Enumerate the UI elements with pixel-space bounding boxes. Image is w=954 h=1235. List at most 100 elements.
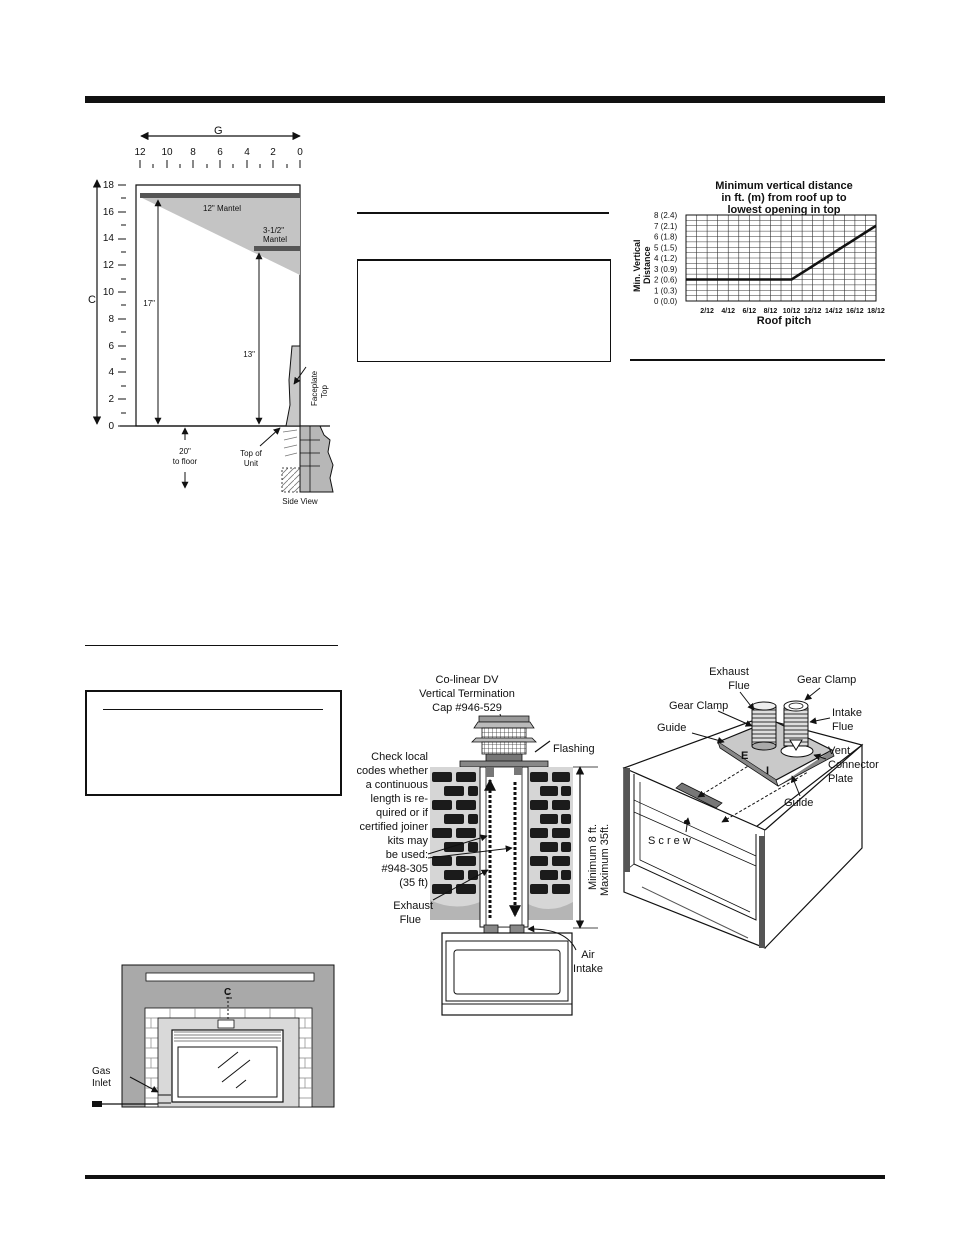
gas-label-1: Gas bbox=[92, 1066, 110, 1077]
svg-text:12: 12 bbox=[103, 260, 115, 271]
section-rule-chart bbox=[630, 359, 885, 361]
mantel-3-label-2: Mantel bbox=[263, 235, 287, 244]
air-label-1: Air bbox=[581, 949, 595, 961]
chart-title-2: in ft. (m) from roof up to bbox=[721, 192, 847, 204]
floor-label-1: 20" bbox=[179, 447, 191, 456]
svg-text:14: 14 bbox=[103, 233, 115, 244]
exhaust-flue-label-2: Flue bbox=[728, 680, 749, 692]
svg-text:codes whether: codes whether bbox=[356, 765, 428, 777]
mantel-12-label: 12" Mantel bbox=[203, 204, 241, 213]
svg-text:0: 0 bbox=[108, 421, 114, 432]
cap-label-1: Co-linear DV bbox=[436, 674, 500, 686]
guide-right-label: Guide bbox=[784, 797, 813, 809]
mantel-3-label-1: 3-1/2" bbox=[263, 226, 284, 235]
svg-text:18: 18 bbox=[103, 180, 115, 191]
top-unit-label-2: Unit bbox=[244, 459, 259, 468]
svg-text:0: 0 bbox=[297, 147, 303, 158]
chart-title-3: lowest opening in top bbox=[727, 204, 840, 216]
section-rule-top bbox=[357, 212, 609, 214]
centerline-mark: C bbox=[224, 987, 231, 998]
y-tick-label: 4 (1.2) bbox=[654, 254, 677, 263]
max-label: Maximum 35ft. bbox=[599, 824, 611, 896]
plot-frame bbox=[685, 214, 877, 302]
section-rule-left bbox=[85, 645, 338, 646]
c-label: C bbox=[88, 294, 96, 306]
svg-text:Check local: Check local bbox=[371, 751, 428, 763]
faceplate-label-1: Faceplate bbox=[310, 370, 319, 406]
chart-title-1: Minimum vertical distance bbox=[715, 180, 853, 192]
x-tick-label: 14/12 bbox=[825, 308, 843, 315]
svg-text:4: 4 bbox=[108, 367, 114, 378]
gear-clamp-left-label: Gear Clamp bbox=[669, 700, 728, 712]
svg-text:length is re-: length is re- bbox=[371, 793, 429, 805]
g-label: G bbox=[214, 125, 223, 137]
y-tick-label: 8 (2.4) bbox=[654, 211, 677, 220]
svg-text:#948-305: #948-305 bbox=[382, 863, 429, 875]
header-bar bbox=[85, 96, 885, 103]
svg-text:4: 4 bbox=[244, 147, 250, 158]
chart-grid bbox=[685, 214, 877, 302]
y-tick-label: 5 (1.5) bbox=[654, 243, 677, 252]
x-tick-label: 10/12 bbox=[783, 308, 801, 315]
y-tick-label: 7 (2.1) bbox=[654, 222, 677, 231]
svg-text:be used:: be used: bbox=[386, 849, 428, 861]
svg-text:10: 10 bbox=[103, 287, 115, 298]
vent-label-3: Plate bbox=[828, 773, 853, 785]
cap-label-3: Cap #946-529 bbox=[432, 702, 502, 714]
exhaust-label-1: Exhaust bbox=[393, 900, 433, 912]
faceplate-label-2: Top bbox=[320, 385, 329, 398]
svg-text:6: 6 bbox=[108, 341, 114, 352]
notice-box-top bbox=[357, 259, 611, 362]
floor-label-2: to floor bbox=[173, 457, 198, 466]
i-mark: I bbox=[766, 765, 769, 777]
svg-text:2: 2 bbox=[108, 394, 114, 405]
exhaust-flue-label-1: Exhaust bbox=[709, 666, 749, 678]
svg-text:8: 8 bbox=[108, 314, 114, 325]
chart-ylabel-1: Min. Vertical bbox=[632, 239, 642, 292]
y-tick-label: 6 (1.8) bbox=[654, 233, 677, 242]
chart-xlabel: Roof pitch bbox=[757, 315, 812, 327]
notice-box-left bbox=[85, 690, 342, 796]
svg-text:quired or if: quired or if bbox=[376, 807, 429, 819]
svg-text:kits may: kits may bbox=[388, 835, 429, 847]
y-tick-label: 2 (0.6) bbox=[654, 276, 677, 285]
x-tick-label: 12/12 bbox=[804, 308, 822, 315]
gear-clamp-top-label: Gear Clamp bbox=[797, 674, 856, 686]
svg-text:2: 2 bbox=[270, 147, 276, 158]
footer-bar bbox=[85, 1175, 885, 1179]
dim-17: 17" bbox=[143, 299, 155, 308]
side-view-label: Side View bbox=[282, 497, 318, 506]
chart-y-ticks: 0 (0.0)1 (0.3)2 (0.6)3 (0.9)4 (1.2)5 (1.… bbox=[654, 211, 677, 306]
y-tick-label: 3 (0.9) bbox=[654, 265, 677, 274]
guide-left-label: Guide bbox=[657, 722, 686, 734]
e-mark: E bbox=[741, 750, 748, 762]
x-tick-label: 6/12 bbox=[743, 308, 757, 315]
vent-label-2: Connector bbox=[828, 759, 879, 771]
svg-text:16: 16 bbox=[103, 207, 115, 218]
x-tick-label: 8/12 bbox=[764, 308, 778, 315]
vent-connector-figure: S c r e w E I Exhaust Flue Gear Clamp Ge… bbox=[622, 666, 879, 949]
x-tick-label: 18/12 bbox=[867, 308, 885, 315]
gas-inlet-figure: C Gas Inlet bbox=[92, 964, 335, 1108]
vent-label-1: Vent bbox=[828, 745, 850, 757]
chart-series bbox=[686, 224, 877, 281]
side-scale: 18 16 14 12 10 8 6 4 2 0 bbox=[103, 180, 126, 432]
svg-text:a continuous: a continuous bbox=[366, 779, 429, 791]
roof-pitch-chart: Minimum vertical distance in ft. (m) fro… bbox=[632, 180, 885, 327]
brick-left bbox=[432, 772, 478, 894]
svg-text:6: 6 bbox=[217, 147, 223, 158]
svg-text:8: 8 bbox=[190, 147, 196, 158]
top-scale: 12 10 8 6 4 2 0 bbox=[134, 147, 303, 168]
notice-box-left-rule bbox=[103, 709, 323, 710]
min-label: Minimum 8 ft. bbox=[587, 824, 599, 890]
gas-label-2: Inlet bbox=[92, 1078, 111, 1089]
x-tick-label: 4/12 bbox=[721, 308, 735, 315]
mantel-clearance-figure: G 12 10 8 6 4 2 0 12" Mantel 3-1/2" Mant… bbox=[88, 125, 334, 506]
intake-flue-label-1: Intake bbox=[832, 707, 862, 719]
exhaust-label-2: Flue bbox=[400, 914, 421, 926]
y-tick-label: 0 (0.0) bbox=[654, 297, 677, 306]
codes-note: Check local codes whether a continuous l… bbox=[356, 751, 428, 889]
flashing-label: Flashing bbox=[553, 743, 595, 755]
